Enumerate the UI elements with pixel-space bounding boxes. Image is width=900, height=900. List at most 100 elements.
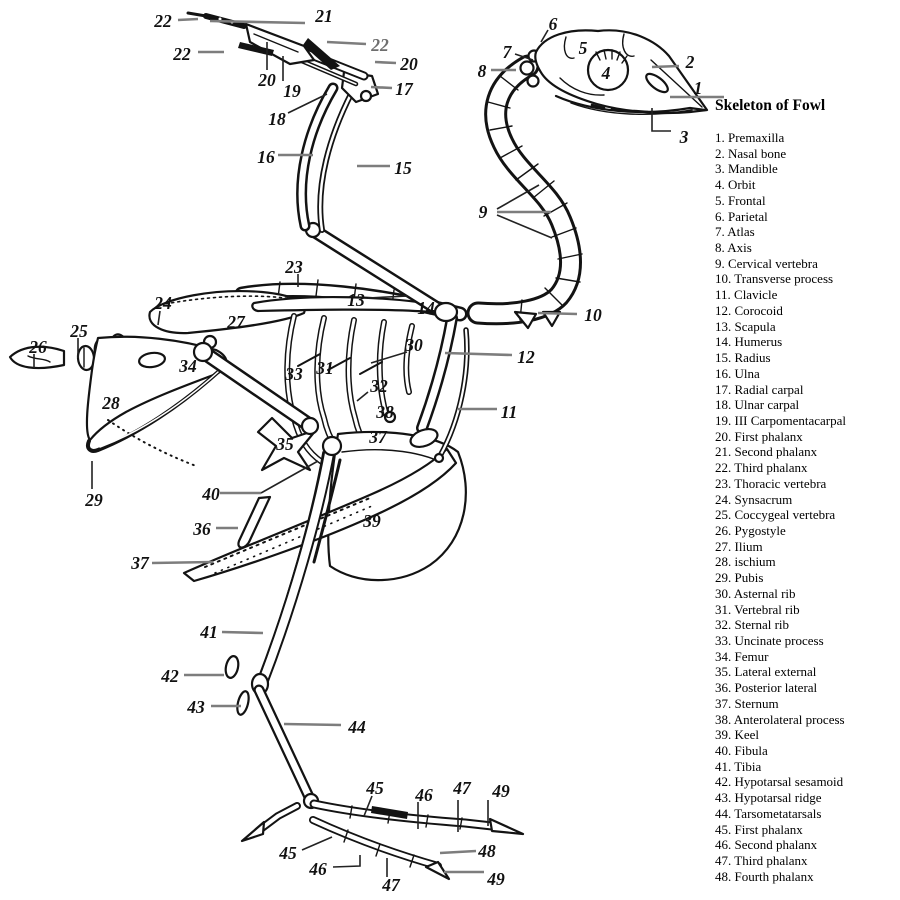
legend-item: 16. Ulna: [715, 365, 760, 381]
leader-line: [651, 64, 680, 69]
leader-line: [537, 311, 578, 316]
neck-spine: [466, 54, 583, 330]
legend-item: 36. Posterior lateral: [715, 680, 818, 696]
legend-item: 31. Vertebral rib: [715, 601, 800, 617]
uncinate-processes: [297, 353, 383, 375]
callout-number: 13: [347, 290, 365, 310]
legend-item: 40. Fibula: [715, 743, 768, 759]
leader-line: [326, 40, 367, 46]
leader-line: [151, 560, 214, 565]
callout-number: 44: [347, 717, 366, 737]
callout-number: 22: [172, 44, 191, 64]
legend-item: 32. Sternal rib: [715, 617, 790, 633]
callout-number: 26: [28, 337, 47, 357]
callout-number: 1: [694, 78, 703, 98]
callout-number: 20: [399, 54, 418, 74]
legend-item: 27. Ilium: [715, 538, 763, 554]
posterior-lateral-process: [237, 495, 272, 549]
callout-number: 11: [501, 402, 518, 422]
callout-number: 32: [369, 376, 388, 396]
callout-number: 41: [199, 622, 218, 642]
nasal-opening: [645, 72, 669, 94]
callout-number: 12: [517, 347, 535, 367]
legend-item: 14. Humerus: [715, 334, 783, 350]
legend-item: 25. Coccygeal vertebra: [715, 507, 836, 523]
callout-number: 23: [284, 257, 303, 277]
hypotarsal-sesamoid: [224, 655, 240, 679]
pygostyle: [8, 345, 66, 370]
leader-line: [370, 85, 393, 90]
legend-item: 37. Sternum: [715, 695, 779, 711]
callout-number: 7: [503, 42, 513, 62]
foot-toes: [240, 799, 525, 881]
legend-item: 15. Radius: [715, 350, 771, 366]
callout-number: 45: [278, 843, 297, 863]
legend-item: 43. Hypotarsal ridge: [715, 790, 822, 806]
leg: [192, 341, 343, 810]
callout-number: 31: [315, 358, 334, 378]
callout-number: 22: [370, 35, 389, 55]
legend-item: 35. Lateral external: [715, 664, 817, 680]
callout-number: 3: [679, 127, 689, 147]
legend-title: Skeleton of Fowl: [715, 97, 826, 114]
callout-number: 30: [404, 335, 423, 355]
callout-number: 45: [365, 778, 384, 798]
callout-number: 36: [192, 519, 211, 539]
callout-number: 33: [284, 364, 303, 384]
callout-number: 37: [368, 427, 388, 447]
leader-line: [444, 351, 513, 357]
axis-bone: [519, 60, 535, 76]
legend-item: 22. Third phalanx: [715, 460, 808, 476]
leader-line: [221, 630, 264, 635]
legend-item: 48. Fourth phalanx: [715, 868, 814, 884]
leader-line: [374, 60, 397, 65]
callout-number: 6: [549, 14, 558, 34]
legend-item: 28. ischium: [715, 554, 776, 570]
callout-number: 15: [394, 158, 412, 178]
leader-line: [363, 795, 373, 817]
legend-item: 24. Synsacrum: [715, 491, 793, 507]
sternum-keel: [182, 410, 467, 583]
legend-item: 13. Scapula: [715, 318, 776, 334]
legend-item: 19. III Carpomentacarpal: [715, 412, 847, 428]
legend-item: 41. Tibia: [715, 758, 762, 774]
skull: [519, 29, 709, 115]
shoulder-girdle: [409, 312, 470, 464]
legend-item: 18. Ulnar carpal: [715, 397, 800, 413]
leader-line: [332, 855, 361, 868]
leader-line: [370, 351, 408, 364]
callout-number: 49: [486, 869, 505, 889]
leader-line: [260, 460, 319, 494]
callout-number: 47: [452, 778, 472, 798]
legend-item: 42. Hypotarsal sesamoid: [715, 774, 844, 790]
legend-item: 9. Cervical vertebra: [715, 255, 818, 271]
leader-line: [283, 722, 342, 727]
callout-number: 18: [268, 109, 286, 129]
callout-number: 8: [478, 61, 487, 81]
legend-item: 21. Second phalanx: [715, 444, 818, 460]
legend-item: 23. Thoracic vertebra: [715, 475, 827, 491]
leader-line: [356, 391, 369, 402]
leader-line: [540, 29, 549, 43]
fibula: [312, 458, 342, 564]
callout-number: 27: [226, 312, 246, 332]
callout-number: 34: [178, 356, 197, 376]
callout-number: 49: [491, 781, 510, 801]
legend-item: 12. Corocoid: [715, 302, 783, 318]
legend-item: 11. Clavicle: [715, 287, 778, 303]
callout-number: 35: [275, 434, 294, 454]
legend-item: 20. First phalanx: [715, 428, 803, 444]
leader-line: [496, 214, 553, 239]
callout-number: 16: [257, 147, 275, 167]
legend-item: 38. Anterolateral process: [715, 711, 845, 727]
legend-item: 4. Orbit: [715, 177, 756, 193]
legend-item: 29. Pubis: [715, 570, 764, 586]
alula: [303, 38, 340, 70]
callout-number: 40: [201, 484, 220, 504]
callout-number: 19: [283, 81, 301, 101]
leader-line: [177, 17, 199, 22]
